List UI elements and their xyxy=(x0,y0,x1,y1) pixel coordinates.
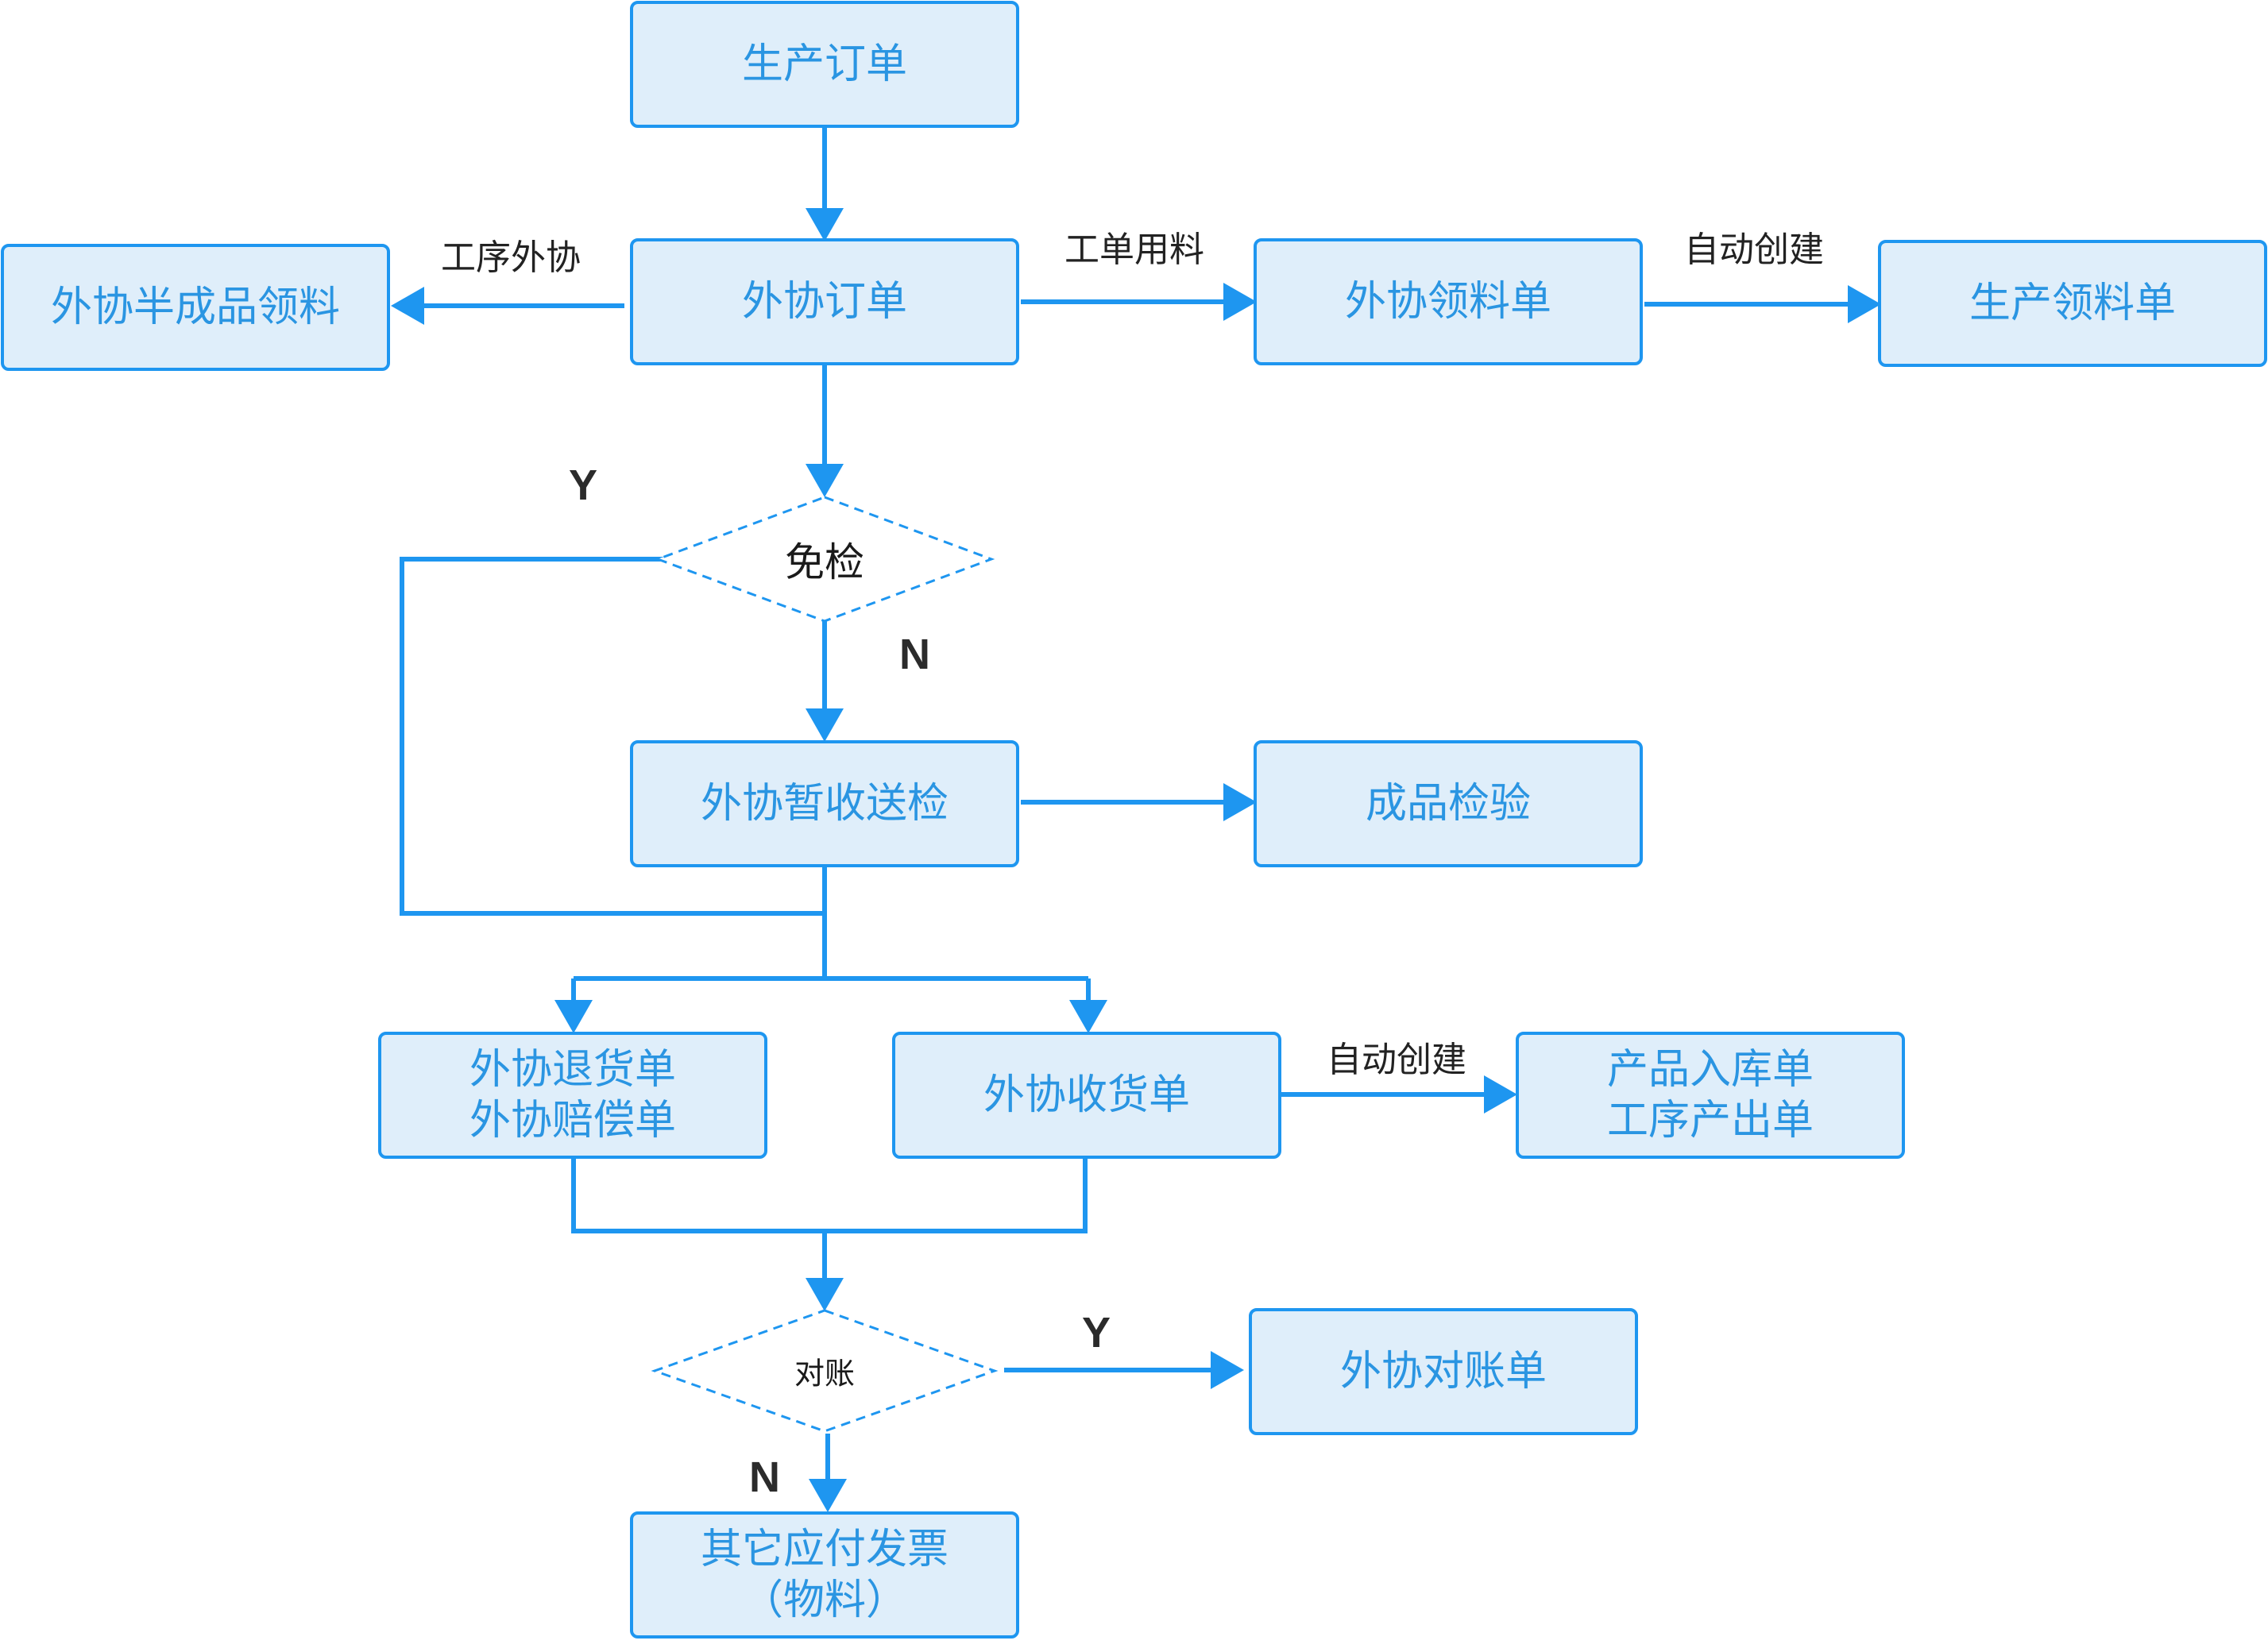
node-product-warehouse[interactable]: 产品入库单 工序产出单 xyxy=(1516,1032,1905,1159)
line-exempt-yes-bypass xyxy=(400,557,825,916)
node-label: 生产领料单 xyxy=(1969,279,2176,327)
node-finished-inspection[interactable]: 成品检验 xyxy=(1254,740,1643,867)
line-merge xyxy=(571,1158,1088,1233)
node-outsource-temp-receipt[interactable]: 外协暂收送检 xyxy=(630,740,1019,867)
node-outsource-return[interactable]: 外协退货单 外协赔偿单 xyxy=(378,1032,767,1159)
edge-label-work-order-material: 工单用料 xyxy=(1064,230,1204,270)
node-label: 生产订单 xyxy=(741,40,907,88)
edge-label-process-outsource: 工序外协 xyxy=(441,237,581,278)
node-label: 外协领料单 xyxy=(1344,277,1551,326)
node-label-line1: 其它应付发票 xyxy=(700,1525,949,1573)
node-label-line2: 外协赔偿单 xyxy=(469,1097,676,1144)
node-label: 外协收货单 xyxy=(983,1071,1190,1119)
edge-label-exempt-no: N xyxy=(899,631,930,678)
node-outsource-pick-list[interactable]: 外协领料单 xyxy=(1254,238,1643,365)
edge-label-reconcile-no: N xyxy=(749,1453,780,1501)
node-label-line2: 工序产出单 xyxy=(1606,1097,1814,1144)
node-label: 外协对账单 xyxy=(1339,1347,1547,1395)
decision-reconcile-label: 对账 xyxy=(794,1356,856,1391)
edge-label-auto-create-bottom: 自动创建 xyxy=(1327,1040,1466,1080)
edge-label-reconcile-yes: Y xyxy=(1082,1309,1111,1357)
node-outsource-statement[interactable]: 外协对账单 xyxy=(1249,1308,1638,1435)
node-label: 外协订单 xyxy=(741,277,907,326)
node-outsource-receipt[interactable]: 外协收货单 xyxy=(892,1032,1281,1159)
node-outsource-order[interactable]: 外协订单 xyxy=(630,238,1019,365)
decision-exempt-label: 免检 xyxy=(785,539,864,585)
node-label: 外协暂收送检 xyxy=(700,779,949,828)
node-semi-finished-pick[interactable]: 外协半成品领料 xyxy=(1,244,390,371)
decision-exempt-shape xyxy=(654,496,995,623)
decision-reconcile-shape xyxy=(651,1309,999,1433)
edge-label-exempt-yes: Y xyxy=(569,461,598,509)
node-label: 成品检验 xyxy=(1365,779,1531,828)
node-production-order[interactable]: 生产订单 xyxy=(630,1,1019,128)
node-other-payable-invoice[interactable]: 其它应付发票 （物料） xyxy=(630,1511,1019,1638)
node-label-line1: 产品入库单 xyxy=(1606,1045,1814,1094)
node-label: 外协半成品领料 xyxy=(50,283,340,331)
node-label-line2: （物料） xyxy=(741,1577,907,1624)
node-label-line1: 外协退货单 xyxy=(469,1045,676,1094)
edge-label-auto-create-top: 自动创建 xyxy=(1684,230,1824,270)
node-production-pick-list[interactable]: 生产领料单 xyxy=(1878,240,2267,367)
